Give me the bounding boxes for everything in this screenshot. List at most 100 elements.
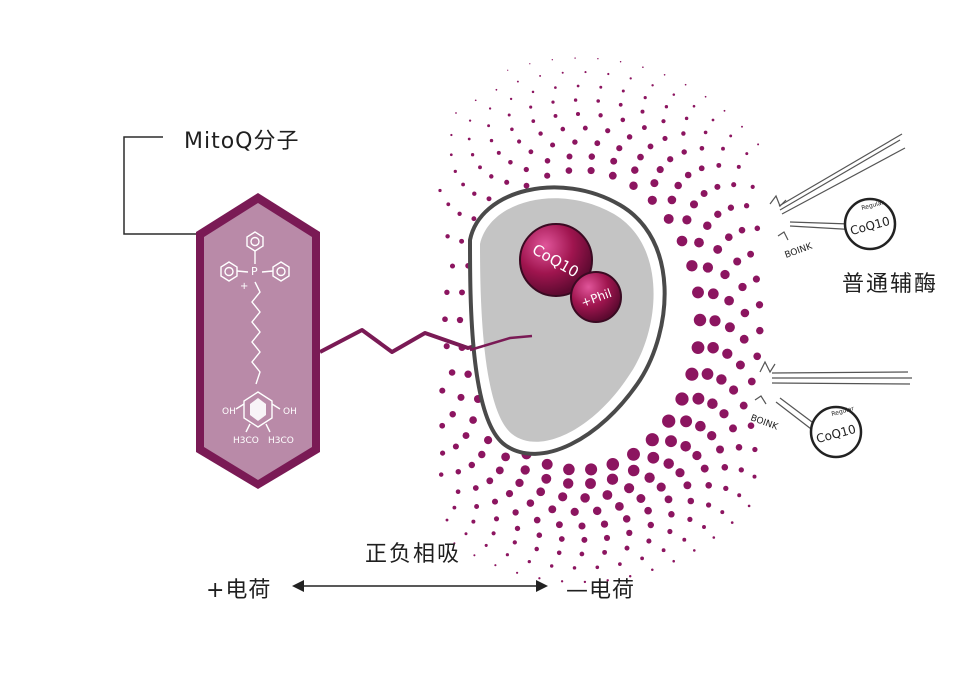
halo-dot bbox=[449, 410, 456, 418]
halo-dot bbox=[616, 145, 623, 152]
halo-dot bbox=[714, 183, 721, 190]
halo-dot bbox=[533, 516, 541, 524]
halo-dot bbox=[629, 181, 638, 190]
halo-dot bbox=[707, 398, 718, 409]
halo-dot bbox=[747, 250, 755, 258]
halo-dot bbox=[606, 458, 620, 471]
halo-dot bbox=[667, 528, 673, 535]
halo-dot bbox=[705, 502, 712, 508]
halo-dot bbox=[716, 374, 727, 385]
halo-dot bbox=[489, 174, 494, 179]
halo-dot bbox=[462, 432, 470, 440]
halo-dot bbox=[661, 548, 666, 553]
halo-dot bbox=[745, 152, 749, 156]
halo-dot bbox=[570, 507, 579, 516]
halo-dot bbox=[740, 308, 750, 318]
halo-dot bbox=[509, 97, 513, 101]
halo-dot bbox=[470, 153, 475, 157]
halo-dot bbox=[682, 537, 687, 542]
halo-dot bbox=[721, 146, 725, 151]
phenyl-ring-left bbox=[220, 261, 238, 282]
halo-dot bbox=[472, 485, 479, 491]
plus-charge-label: + bbox=[240, 281, 248, 292]
h3co-right-label: H3CO bbox=[268, 436, 294, 446]
halo-dot bbox=[620, 117, 626, 123]
halo-dot bbox=[455, 112, 457, 114]
halo-dot bbox=[461, 182, 466, 187]
halo-dot bbox=[730, 521, 734, 524]
halo-dot bbox=[729, 134, 733, 138]
halo-dot bbox=[544, 158, 551, 164]
halo-dot bbox=[719, 409, 729, 419]
halo-dot bbox=[491, 498, 499, 505]
halo-dot bbox=[582, 125, 588, 131]
halo-dot bbox=[656, 482, 666, 492]
halo-dot bbox=[747, 377, 756, 386]
halo-dot bbox=[573, 98, 578, 102]
halo-dot bbox=[681, 149, 687, 155]
halo-dot bbox=[627, 464, 640, 477]
halo-dot bbox=[753, 352, 762, 361]
halo-dot bbox=[554, 86, 557, 89]
halo-dot bbox=[665, 435, 677, 448]
halo-dot bbox=[473, 554, 476, 557]
halo-dot bbox=[738, 226, 746, 234]
halo-dot bbox=[716, 162, 722, 168]
halo-dot bbox=[667, 195, 677, 205]
halo-dot bbox=[507, 69, 509, 71]
halo-dot bbox=[512, 540, 517, 545]
halo-dot bbox=[737, 493, 742, 498]
halo-dot bbox=[446, 202, 451, 207]
halo-dot bbox=[563, 463, 575, 476]
halo-dot bbox=[494, 564, 497, 567]
halo-dot bbox=[606, 473, 619, 485]
positive-charge-label: +电荷 bbox=[206, 578, 272, 603]
halo-dot bbox=[478, 450, 486, 459]
halo-dot bbox=[453, 169, 457, 174]
halo-dot bbox=[598, 113, 603, 118]
halo-dot bbox=[663, 73, 666, 76]
halo-dot bbox=[702, 262, 714, 273]
halo-dot bbox=[581, 536, 588, 543]
halo-dot bbox=[529, 105, 533, 109]
halo-dot bbox=[442, 316, 448, 323]
halo-dot bbox=[702, 525, 706, 529]
halo-dot bbox=[681, 131, 686, 136]
halo-dot bbox=[520, 465, 530, 475]
regular-coq10-top: Regular CoQ10 BOINK bbox=[769, 133, 906, 261]
halo-dot bbox=[489, 138, 494, 143]
halo-dot bbox=[572, 566, 577, 570]
halo-dot bbox=[683, 481, 692, 490]
halo-dot bbox=[469, 416, 477, 424]
halo-dot bbox=[487, 124, 491, 128]
halo-dot bbox=[531, 90, 535, 94]
halo-dot bbox=[440, 450, 446, 456]
halo-dot bbox=[739, 401, 748, 410]
halo-dot bbox=[558, 536, 565, 542]
halo-dot bbox=[507, 113, 511, 117]
halo-dot bbox=[558, 492, 568, 502]
halo-dot bbox=[627, 447, 640, 461]
halo-dot bbox=[587, 167, 595, 175]
halo-dot bbox=[445, 518, 449, 522]
halo-dot bbox=[449, 153, 453, 157]
halo-dot bbox=[705, 482, 712, 489]
halo-dot bbox=[723, 109, 726, 112]
halo-dot bbox=[572, 139, 578, 145]
halo-dot bbox=[752, 275, 760, 283]
halo-dot bbox=[756, 326, 764, 335]
boink-label: BOINK bbox=[784, 241, 815, 260]
halo-dot bbox=[523, 166, 529, 173]
halo-dot bbox=[445, 234, 450, 239]
halo-dot bbox=[685, 367, 699, 381]
mitoq-structure bbox=[220, 231, 290, 433]
halo-dot bbox=[439, 387, 446, 394]
halo-dot bbox=[699, 145, 705, 151]
halo-dot bbox=[720, 269, 730, 280]
regular-coq10-bottom: Regular CoQ10 BOINK bbox=[749, 360, 912, 459]
halo-dot bbox=[478, 165, 482, 170]
halo-dot bbox=[724, 233, 733, 242]
halo-dot bbox=[464, 532, 468, 536]
halo-dot bbox=[747, 422, 755, 430]
